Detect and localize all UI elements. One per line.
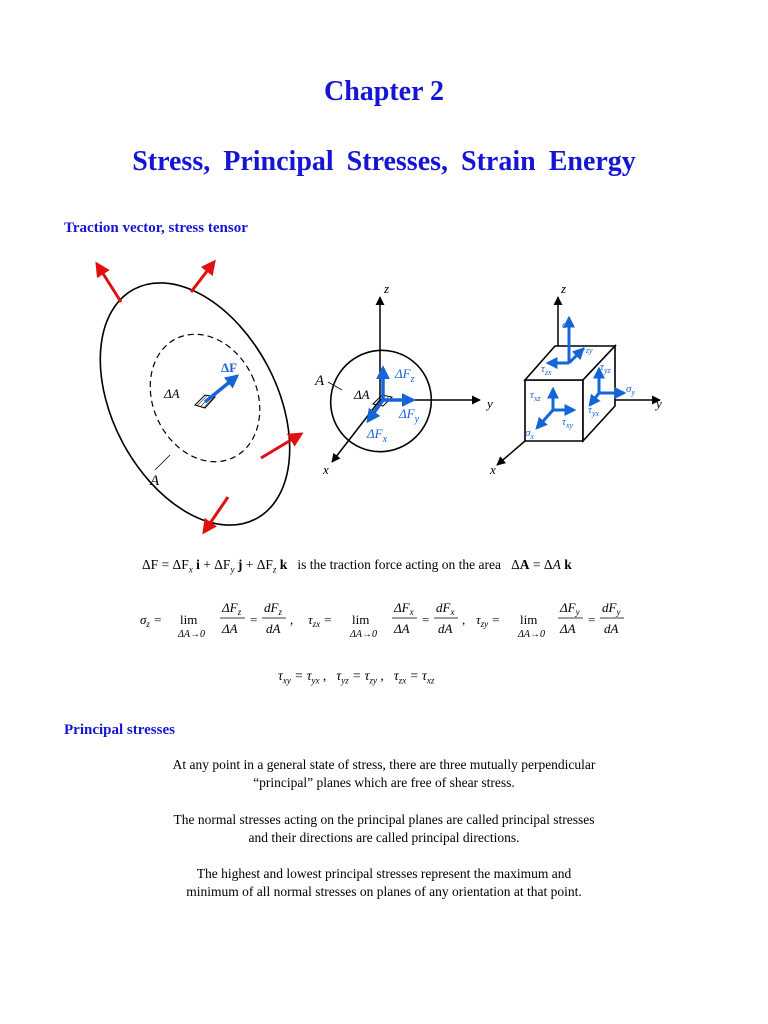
svg-text:,: ,	[290, 612, 293, 627]
label-dA: ΔA	[163, 386, 180, 401]
svg-text:dFz: dFz	[264, 600, 282, 617]
svg-text:dA: dA	[604, 621, 619, 636]
svg-text:σx: σx	[525, 427, 534, 441]
traction-arrow-top-right	[189, 259, 216, 293]
svg-text:τxy: τxy	[562, 416, 573, 430]
paragraph-1: At any point in a general state of stres…	[172, 757, 596, 790]
label-dFx: ΔF	[366, 426, 384, 441]
traction-equation-text: is the traction force acting on the area	[297, 557, 501, 572]
force-vector-dFx	[366, 398, 385, 424]
svg-text:ΔA: ΔA	[393, 621, 410, 636]
svg-text:ΔFx: ΔFx	[366, 426, 388, 445]
label-dFz: ΔF	[394, 366, 412, 381]
label-A-body: A	[149, 473, 160, 489]
svg-text:lim: lim	[520, 612, 537, 627]
svg-text:ΔA→0: ΔA→0	[349, 629, 377, 640]
svg-text:σz: σz	[562, 319, 571, 333]
svg-text:dFx: dFx	[436, 600, 454, 617]
axis-z-label: z	[383, 281, 389, 296]
svg-text:τzx: τzx	[541, 363, 552, 377]
cube-axis-z-label: z	[560, 281, 566, 296]
label-dA-plane: ΔA	[353, 387, 370, 402]
svg-text:ΔFy: ΔFy	[559, 600, 580, 617]
traction-figure: ΔF ΔA A z y x A ΔA ΔFz ΔFy ΔFx	[95, 259, 662, 535]
plane-diagram: z y x A ΔA ΔFz ΔFy ΔFx	[314, 281, 493, 477]
body-outline	[99, 282, 291, 526]
cube-axis-y-label: y	[654, 396, 662, 411]
svg-text:ΔA→0: ΔA→0	[517, 629, 545, 640]
svg-text:=: =	[588, 612, 595, 627]
svg-text:dFy: dFy	[602, 600, 620, 617]
svg-text:τyx: τyx	[588, 404, 599, 418]
svg-text:ΔFy: ΔFy	[398, 406, 420, 425]
svg-text:lim: lim	[352, 612, 369, 627]
svg-text:τyz: τyz	[600, 361, 611, 375]
svg-text:ΔA: ΔA	[221, 621, 238, 636]
body-diagram: ΔF ΔA A	[95, 259, 304, 535]
stress-limit-equations: σz = lim ΔA→0 ΔFz ΔA = dFz dA , τzx = li…	[140, 600, 624, 640]
plane-outline	[329, 349, 433, 453]
svg-text:ΔFz: ΔFz	[394, 366, 415, 385]
cube-axis-x-label: x	[489, 462, 496, 477]
traction-arrow-bottom	[202, 496, 230, 535]
svg-text:dA: dA	[438, 621, 453, 636]
label-dF-prefix: ΔF	[221, 360, 237, 375]
section-heading-principal: Principal stresses	[64, 722, 175, 738]
svg-text:τzy: τzy	[582, 341, 593, 355]
svg-text:ΔA: ΔA	[559, 621, 576, 636]
svg-text:ΔFz: ΔFz	[221, 600, 242, 617]
svg-text:σz =: σz =	[140, 612, 162, 629]
cut-plane-outline	[149, 333, 261, 463]
svg-text:ΔA→0: ΔA→0	[177, 629, 205, 640]
section-heading-traction: Traction vector, stress tensor	[64, 220, 248, 236]
svg-text:τzx =: τzx =	[308, 612, 332, 629]
paragraph-3: The highest and lowest principal stresse…	[186, 866, 582, 899]
svg-text:=: =	[422, 612, 429, 627]
stress-cube-diagram: z y x σz τzy τzx τyz σy τyx τxz τxy σx	[489, 281, 662, 477]
traction-arrow-top-left	[95, 261, 123, 303]
axis-y-label: y	[485, 396, 493, 411]
chapter-number: Chapter 2	[323, 76, 445, 107]
svg-text:,: ,	[462, 612, 465, 627]
label-A-plane: A	[314, 373, 325, 389]
force-vector-dF	[203, 374, 240, 404]
chapter-title: Stress, Principal Stresses, Strain Energ…	[132, 146, 636, 177]
label-dFy: ΔF	[398, 406, 416, 421]
paragraph-2: The normal stresses acting on the princi…	[173, 812, 595, 845]
shear-symmetry-equation: τxy = τyx , τyz = τzy , τzx = τxz	[278, 668, 435, 686]
svg-text:τxz: τxz	[530, 389, 541, 403]
svg-text:=: =	[250, 612, 257, 627]
axis-x-label: x	[322, 462, 329, 477]
svg-text:σy: σy	[626, 383, 635, 397]
svg-text:dA: dA	[266, 621, 281, 636]
svg-text:lim: lim	[180, 612, 197, 627]
traction-equation: ΔF = ΔFx i + ΔFy j + ΔFz k is the tracti…	[142, 557, 572, 575]
traction-arrow-right	[260, 432, 304, 460]
svg-text:τzy =: τzy =	[476, 612, 500, 629]
svg-text:ΔFx: ΔFx	[393, 600, 414, 617]
